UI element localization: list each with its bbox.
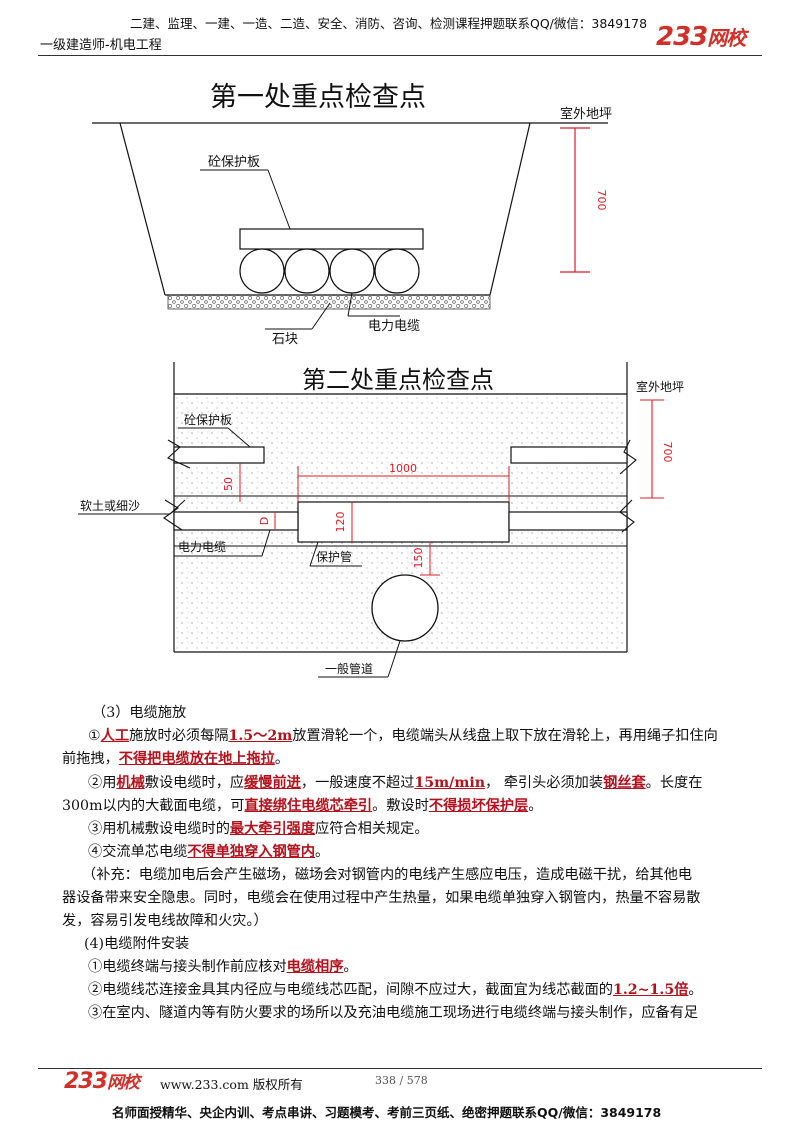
p1-line2-a: 前拖拽， [62,751,119,767]
q2-a: ②电缆线芯连接金具其内径应与电缆线芯匹配，间隙不应过大，截面宜为线芯截面的 [88,982,613,998]
header-top-line: 二建、监理、一建、一造、二造、安全、消防、咨询、检测课程押题联系QQ/微信：38… [130,16,648,31]
diagram2-duct-label: 一般管道 [325,661,373,676]
slab-left [173,446,265,464]
p2-c: ，一般速度不超过 [300,775,415,791]
p2-underline-1: 机械 [116,775,145,791]
diagram2-ground-label: 室外地坪 [636,379,684,394]
note-line-3: 发，容易引发电线故障和火灾。） [62,913,268,929]
p4-a: ④交流单芯电缆 [88,844,188,860]
diagram2-cable-label: 电力电缆 [178,540,226,554]
q1-a: ①电缆终端与接头制作前应核对 [88,959,287,975]
p1-c: 放置滑轮一个，电缆端头从线盘上取下放在滑轮上，再用绳子扣住向 [292,728,718,744]
p2-underline-4: 钢丝套 [603,775,646,791]
diagram1-title: 第一处重点检查点 [210,82,426,113]
p2-underline-5: 直接绑住电缆芯牵引 [244,798,373,814]
cable-circle [374,248,420,294]
dim-1000: 1000 [389,462,417,475]
header-rule [38,55,762,56]
q1-b: 。 [343,959,358,975]
q2-underline-1: 1.2~1.5倍 [612,982,689,998]
p3-b: 应符合相关规定。 [315,821,429,837]
q2-b: 。 [688,982,703,998]
p2-underline-3: 15m/min [414,775,486,791]
p2-line2-b: 。敷设时 [372,798,429,814]
paragraph-2: ②用机械敷设电缆时，应缓慢前进，一般速度不超过15m/min， 牵引头必须加装钢… [88,772,748,794]
p3-a: ③用机械敷设电缆时的 [88,821,230,837]
p2-underline-6: 不得损坏保护层 [428,798,529,814]
diagram2-pipe-label: 保护管 [316,549,352,564]
q1-underline-1: 电缆相序 [286,959,344,975]
footer-rule [38,1068,762,1069]
gravel-base [167,294,491,310]
header-subtitle: 一级建造师-机电工程 [40,38,162,53]
footer-logo: 233网校 [64,1068,140,1094]
paragraph-2-line2: 300m以内的大截面电缆，可直接绑住电缆芯牵引。敷设时不得损坏保护层。 [62,795,722,817]
paragraph-q1: ①电缆终端与接头制作前应核对电缆相序。 [88,956,748,978]
footer-logo-text: 网校 [106,1073,140,1093]
p1-underline-1: 人工 [100,728,130,744]
dim-150: 150 [412,548,425,569]
p2-line2-c: 。 [528,798,543,814]
header-logo: 233网校 [656,22,746,52]
slab-right [510,446,628,464]
diagram-second-checkpoint: 第二处重点检查点 室外地坪 1000 700 50 D 120 150 砼保护板… [78,362,684,678]
p1-underline-2: 1.5～2m [228,728,293,744]
footer-page-number: 338 / 578 [375,1074,428,1087]
diagram2-slab-label: 砼保护板 [184,413,232,427]
p2-b: 敷设电缆时，应 [144,775,245,791]
dim-d: D [258,517,271,525]
cable-circle [329,248,375,294]
diagram-first-checkpoint: 第一处重点检查点 室外地坪 砼保护板 石块 电力电缆 700 [92,82,612,347]
paragraph-q2: ②电缆线芯连接金具其内径应与电缆线芯匹配，间隙不应过大，截面宜为线芯截面的1.2… [88,979,748,1001]
p2-underline-2: 缓慢前进 [244,775,301,791]
protect-pipe [297,501,510,543]
note-line-1: （补充：电缆加电后会产生磁场，磁场会对钢管内的电线产生感应电压，造成电磁干扰，给… [82,867,693,883]
diagram1-stone-label: 石块 [272,332,298,347]
cable-circle [239,248,285,294]
cable-right [508,511,628,531]
diagram1-cable-label: 电力电缆 [368,318,420,334]
p1-underline-3: 不得把电缆放在地上拖拉 [118,751,275,767]
section3-heading: （3）电缆施放 [92,705,187,721]
diagram2-soil-label: 软土或细沙 [80,499,140,513]
cable-left [173,511,299,531]
dim-700: 700 [661,442,674,463]
p2-line2-a: 300m以内的大截面电缆，可 [62,798,245,814]
diagram1-ground-label: 室外地坪 [560,106,612,122]
p1-a: ① [88,728,101,744]
p4-underline-1: 不得单独穿入钢管内 [187,844,316,860]
cable-circle [284,248,330,294]
paragraph-q3: ③在室内、隧道内等有防火要求的场所以及充油电缆施工现场进行电缆终端与接头制作，应… [88,1005,699,1021]
p1-b: 施放时必须每隔 [129,728,229,744]
footer-logo-number: 233 [64,1069,108,1094]
p2-d: ， 牵引头必须加装 [485,775,604,791]
general-duct [371,574,439,642]
p2-e: 。长度在 [645,775,703,791]
diagram1-slab-label: 砼保护板 [208,155,260,170]
paragraph-4: ④交流单芯电缆不得单独穿入钢管内。 [88,841,748,863]
p4-b: 。 [315,844,330,860]
p3-underline-1: 最大牵引强度 [229,821,316,837]
footer-site: www.233.com 版权所有 [160,1077,303,1092]
paragraph-3: ③用机械敷设电缆时的最大牵引强度应符合相关规定。 [88,818,748,840]
paragraph-1-line2: 前拖拽，不得把电缆放在地上拖拉。 [62,748,722,770]
diagram1-depth-label: 700 [595,190,608,211]
footer-bottom-line: 名师面授精华、央企内训、考点串讲、习题模考、考前三页纸、绝密押题联系QQ/微信：… [112,1105,662,1120]
trench-right-wall [489,122,531,296]
concrete-slab [239,228,424,250]
header-logo-number: 233 [656,22,708,52]
note-line-2: 器设备带来安全隐患。同时，电缆会在使用过程中产生热量，如果电缆单独穿入钢管内，热… [62,890,701,906]
p1-line2-b: 。 [274,751,290,767]
paragraph-1: ①人工施放时必须每隔1.5～2m放置滑轮一个，电缆端头从线盘上取下放在滑轮上，再… [88,725,748,747]
diagram2-title: 第二处重点检查点 [302,366,494,394]
p2-a: ②用 [88,775,117,791]
header-logo-text: 网校 [707,26,746,50]
section4-heading: (4)电缆附件安装 [84,936,190,952]
trench-left-wall [119,122,166,296]
dim-50: 50 [222,477,235,491]
dim-120: 120 [334,512,347,533]
